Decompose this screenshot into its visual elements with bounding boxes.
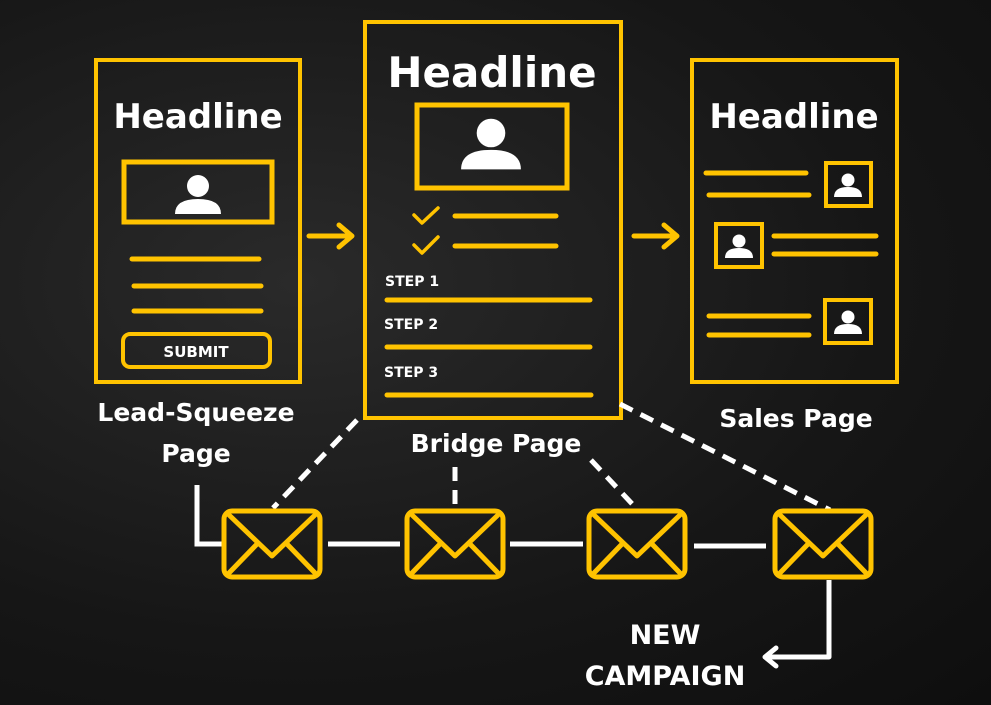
arrow-left-icon [762, 645, 779, 669]
submit-button[interactable]: SUBMIT [121, 332, 272, 369]
checkmark-icon [412, 206, 440, 225]
lead-squeeze-page: Headline SUBMIT Lead-Squeeze Page [94, 58, 302, 468]
lead-squeeze-caption-line2: Page [161, 439, 230, 468]
bridge-page-headline: Headline [387, 48, 596, 97]
sales-page-frame [690, 58, 899, 384]
step-3-label: STEP 3 [384, 365, 438, 381]
bridge-page-caption: Bridge Page [411, 429, 582, 458]
checkmark-icon [412, 235, 440, 255]
sales-page: Headline Sales Page [690, 58, 899, 433]
user-icon [834, 310, 862, 334]
sales-page-headline: Headline [709, 97, 878, 137]
bridge-page-image-frame [414, 102, 570, 191]
envelope-icon [775, 511, 871, 577]
new-campaign-label: NEW CAMPAIGN [585, 620, 746, 692]
bridge-page-frame [363, 20, 623, 420]
sales-image-frame-2 [714, 222, 764, 269]
envelope-icon [589, 511, 685, 577]
arrow-right-icon [634, 225, 677, 247]
envelope-icon [407, 511, 503, 577]
submit-button-label: SUBMIT [163, 343, 229, 361]
step-2-label: STEP 2 [384, 317, 438, 333]
lead-squeeze-text-lines [129, 256, 264, 314]
arrow-right-icon [309, 225, 352, 247]
lead-squeeze-frame [94, 58, 302, 384]
bridge-checklist [412, 206, 559, 255]
step-1-label: STEP 1 [385, 274, 439, 290]
bridge-steps: STEP 1 STEP 2 STEP 3 [384, 274, 594, 398]
lead-squeeze-caption-line1: Lead-Squeeze [97, 398, 294, 427]
new-campaign-line1: NEW [630, 620, 701, 651]
user-icon [725, 234, 753, 258]
user-icon [834, 173, 862, 197]
user-icon [175, 175, 221, 214]
bridge-page: Headline STEP 1 STEP 2 STEP 3 Bridge Pag… [363, 20, 623, 458]
sales-image-frame-3 [823, 298, 873, 345]
lead-squeeze-image-frame [121, 159, 275, 225]
envelope-icon [224, 511, 320, 577]
user-icon [461, 118, 521, 170]
sales-page-caption: Sales Page [719, 404, 872, 433]
sales-image-frame-1 [824, 161, 873, 208]
sales-page-text-lines [703, 170, 879, 338]
new-campaign-line2: CAMPAIGN [585, 661, 746, 692]
solid-connectors [194, 485, 832, 669]
dashed-connectors [271, 401, 832, 513]
lead-squeeze-headline: Headline [113, 97, 282, 137]
